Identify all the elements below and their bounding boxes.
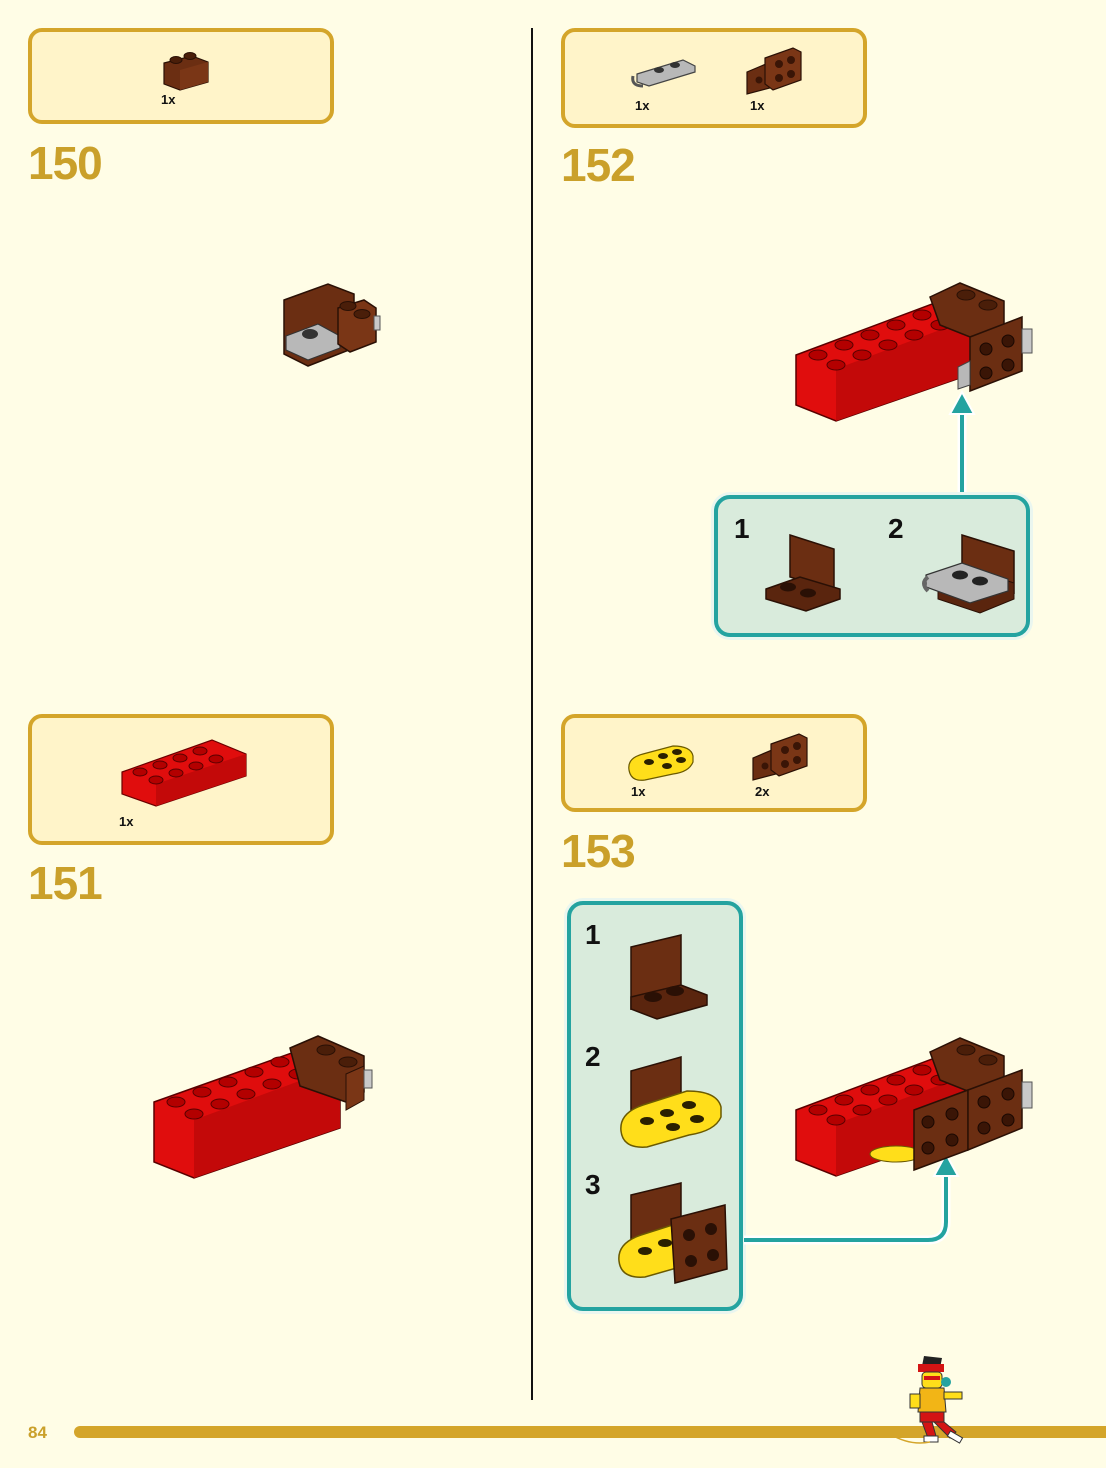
- red-brick-2x4-icon: [121, 739, 247, 807]
- substep-bracket-yellow: [620, 1056, 722, 1148]
- step-number-152: 152: [561, 139, 636, 191]
- substep-bracket: [630, 934, 708, 1020]
- brown-bracket-icon: [746, 47, 802, 95]
- minifigure-icon: [889, 1356, 964, 1444]
- part-qty: 1x: [635, 98, 650, 113]
- step-number-150: 150: [28, 137, 103, 189]
- part-qty: 2x: [755, 784, 770, 799]
- brown-bracket-icon: [752, 733, 808, 781]
- parts-list-153: 1x 2x: [561, 714, 867, 812]
- part-qty: 1x: [631, 784, 646, 799]
- step-number-153: 153: [561, 825, 636, 877]
- substep-number: 1: [585, 919, 601, 950]
- substep-number: 2: [585, 1041, 601, 1072]
- substep-number: 1: [734, 513, 750, 544]
- progress-bar: [74, 1426, 1106, 1438]
- arrow-icon: [744, 1151, 960, 1245]
- parts-list-151: 1x: [28, 714, 334, 845]
- step-152-assembly: [795, 282, 1033, 422]
- step-153-assembly: [795, 1037, 1033, 1177]
- column-divider: [531, 28, 533, 1400]
- substep-number: 3: [585, 1169, 601, 1200]
- brown-brick-1x2-icon: [163, 52, 209, 91]
- part-qty: 1x: [119, 814, 134, 829]
- part-qty: 1x: [161, 92, 176, 107]
- parts-list-152: 1x 1x: [561, 28, 867, 128]
- yellow-rounded-plate-icon: [628, 745, 694, 781]
- step-151-assembly: [153, 1035, 373, 1179]
- parts-list-150: 1x: [28, 28, 334, 124]
- substep-callout-152: 1 2: [714, 495, 1030, 637]
- step-150-assembly: [283, 283, 381, 367]
- substep-callout-153: 1 2 3: [567, 901, 743, 1311]
- substep-bracket: [765, 533, 841, 612]
- substep-bracket-plate: [922, 533, 1015, 614]
- page-number: 84: [28, 1423, 47, 1442]
- substep-bracket-yellow-bracket: [618, 1182, 728, 1284]
- substep-number: 2: [888, 513, 904, 544]
- step-number-151: 151: [28, 857, 103, 909]
- part-qty: 1x: [750, 98, 765, 113]
- grey-plate-clip-icon: [631, 59, 696, 88]
- arrow-icon: [948, 389, 976, 498]
